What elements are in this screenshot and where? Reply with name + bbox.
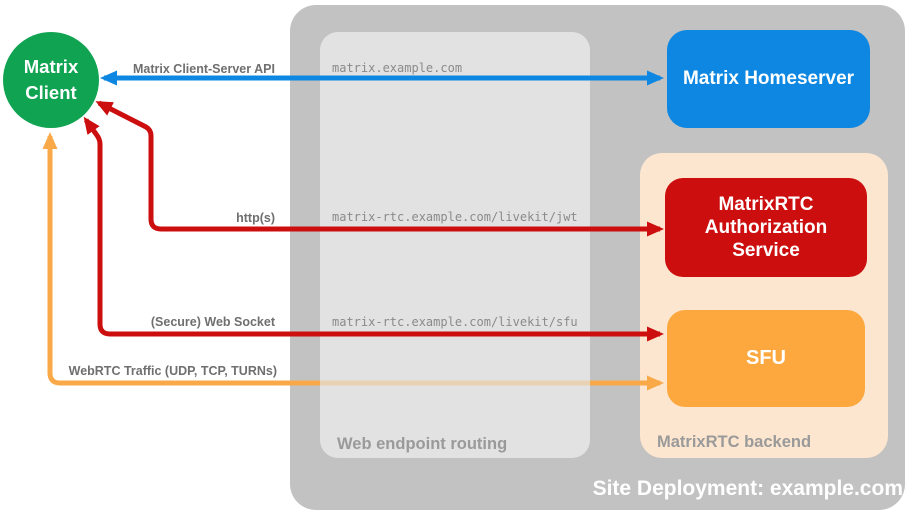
matrix-client-label-line2: Client <box>25 82 77 103</box>
client-server-api-arrow-label: Matrix Client-Server API <box>133 62 275 76</box>
webrtc-traffic-arrow-label: WebRTC Traffic (UDP, TCP, TURNs) <box>68 364 277 378</box>
matrix-homeserver-label: Matrix Homeserver <box>682 68 855 89</box>
webrtc-arrow-client-segment <box>42 132 320 386</box>
sfu-label: SFU <box>746 347 786 369</box>
matrix-client-label-line1: Matrix <box>23 56 79 77</box>
matrixrtc-authorization-service-label: MatrixRTC Authorization Service <box>704 194 828 261</box>
endpoint-livekit-sfu: matrix-rtc.example.com/livekit/sfu <box>332 315 578 329</box>
endpoint-livekit-jwt: matrix-rtc.example.com/livekit/jwt <box>332 210 578 224</box>
matrix-client-node: Matrix Client <box>3 32 99 128</box>
site-deployment-caption: Site Deployment: example.com <box>592 477 903 500</box>
sfu-node: SFU <box>667 310 865 407</box>
web-endpoint-routing-box <box>320 32 590 458</box>
matrixrtc-authorization-service-node: MatrixRTC Authorization Service <box>665 178 867 277</box>
matrixrtc-backend-caption: MatrixRTC backend <box>657 433 812 451</box>
websocket-arrow-label: (Secure) Web Socket <box>150 315 275 329</box>
endpoint-matrix-example-com: matrix.example.com <box>332 61 463 75</box>
matrix-homeserver-node: Matrix Homeserver <box>667 30 870 128</box>
https-arrow-label: http(s) <box>236 211 275 225</box>
web-endpoint-routing-caption: Web endpoint routing <box>337 435 508 453</box>
